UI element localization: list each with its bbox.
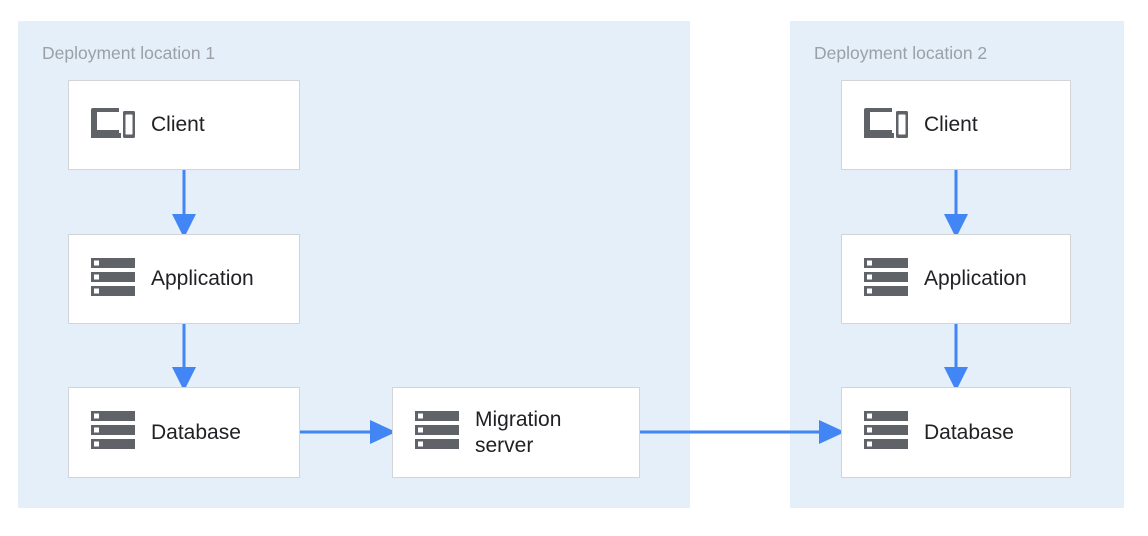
deployment-zone-2-label: Deployment location 2: [814, 43, 988, 63]
node-client-1-label: Client: [151, 113, 205, 136]
node-client-2[interactable]: Client: [841, 80, 1071, 170]
node-migration-server-label: Migration server: [475, 407, 562, 457]
server-icon: [415, 411, 459, 454]
connector-database-1-to-migration-server: [298, 420, 396, 444]
server-icon: [864, 257, 908, 301]
node-application-2-label: Application: [924, 267, 1027, 290]
connector-application-2-to-database-2: [944, 322, 968, 391]
connector-client-2-to-application-2: [944, 168, 968, 238]
node-application-1[interactable]: Application: [68, 234, 300, 324]
node-application-2[interactable]: Application: [841, 234, 1071, 324]
node-client-2-label: Client: [924, 113, 978, 136]
connector-migration-server-to-database-2: [638, 420, 845, 444]
node-database-1-label: Database: [151, 420, 241, 444]
node-database-2-label: Database: [924, 420, 1014, 444]
connector-client-1-to-application-1: [172, 168, 196, 238]
node-database-1[interactable]: Database: [68, 387, 300, 478]
client-devices-icon: [91, 106, 135, 145]
node-migration-server[interactable]: Migration server: [392, 387, 640, 478]
server-icon: [864, 411, 908, 454]
node-database-2[interactable]: Database: [841, 387, 1071, 478]
node-application-1-label: Application: [151, 267, 254, 290]
server-icon: [91, 411, 135, 454]
node-client-1[interactable]: Client: [68, 80, 300, 170]
client-devices-icon: [864, 106, 908, 145]
connector-application-1-to-database-1: [172, 322, 196, 391]
deployment-zone-1-label: Deployment location 1: [42, 43, 216, 63]
server-icon: [91, 257, 135, 301]
